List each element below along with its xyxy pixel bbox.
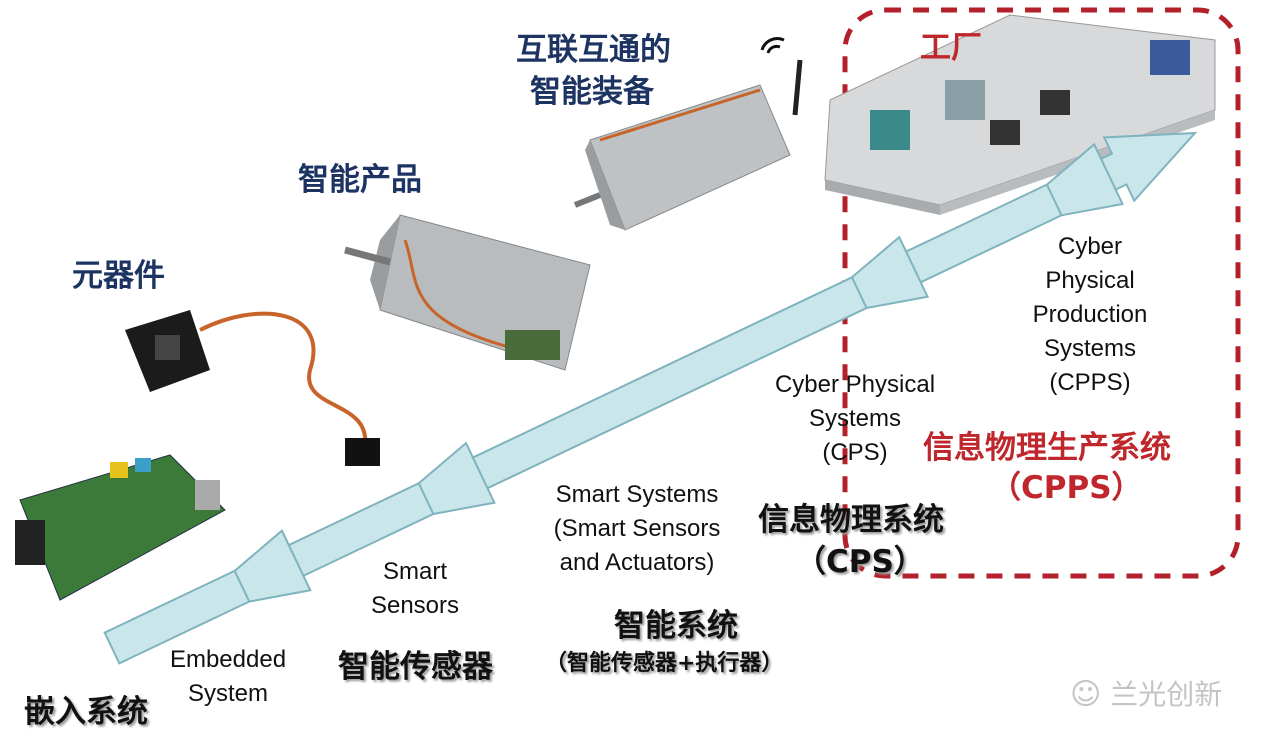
cps-en-line: Systems — [808, 405, 901, 432]
smart-sensors-english-label: Smart Sensors — [355, 555, 475, 623]
stage-components-title: 元器件 — [72, 258, 165, 294]
wechat-icon: ☺ — [1070, 677, 1102, 712]
arrow-chevron — [1045, 142, 1124, 217]
connected-cylinder-image — [573, 37, 803, 231]
cps-english-label: Cyber Physical Systems (CPS) — [755, 368, 955, 470]
wifi-icon — [760, 37, 785, 54]
smart-systems-english-label: Smart Systems (Smart Sensors and Actuato… — [537, 478, 737, 580]
smart-sensors-chinese-label: 智能传感器 — [338, 649, 493, 685]
sensor-module-image — [125, 310, 380, 466]
cpps-chinese-sub: （CPPS） — [990, 470, 1143, 506]
stage-connected-equipment-title-line2: 智能装备 — [530, 74, 654, 110]
smart-cylinder-image — [344, 214, 591, 371]
smart-systems-en-line: and Actuators) — [559, 549, 715, 576]
smart-sensors-en-line: Smart — [382, 558, 447, 585]
smart-systems-en-line: (Smart Sensors — [553, 515, 721, 542]
cpps-en-line: Systems — [1043, 335, 1136, 362]
cps-en-line: Cyber Physical — [774, 371, 936, 398]
factory-image — [824, 14, 1216, 215]
smart-systems-chinese-label: 智能系统 — [614, 608, 738, 644]
cpps-en-line: (CPPS) — [1049, 369, 1131, 396]
arrow-chevron — [417, 441, 496, 516]
watermark: ☺ 兰光创新 — [1070, 673, 1222, 713]
cpps-chinese-label: 信息物理生产系统 — [923, 430, 1171, 466]
cpps-en-line: Production — [1032, 301, 1148, 328]
stage-factory-title: 工厂 — [920, 30, 982, 66]
embedded-english-label: Embedded System — [158, 643, 298, 711]
cpps-en-line: Cyber — [1057, 233, 1123, 260]
cps-en-line: (CPS) — [822, 439, 888, 466]
arrow-chevron — [233, 529, 312, 603]
embedded-chinese-label: 嵌入系统 — [24, 694, 148, 730]
embedded-en-line: Embedded — [169, 646, 287, 673]
cpps-en-line: Physical — [1045, 267, 1135, 294]
smart-systems-en-line: Smart Systems — [555, 481, 719, 508]
smart-sensors-en-line: Sensors — [370, 592, 460, 619]
cpps-english-label: Cyber Physical Production Systems (CPPS) — [1010, 230, 1170, 400]
stage-smart-product-title: 智能产品 — [298, 162, 422, 198]
stage-connected-equipment-title-line1: 互联互通的 — [516, 32, 671, 68]
raspberry-pi-board-image — [15, 454, 226, 601]
cps-chinese-sub: （CPS） — [795, 544, 925, 580]
smart-systems-chinese-sub: （智能传感器+执行器） — [545, 651, 784, 676]
arrow-chevron — [850, 235, 930, 310]
watermark-text: 兰光创新 — [1110, 678, 1223, 711]
embedded-en-line: System — [187, 680, 268, 707]
cps-chinese-label: 信息物理系统 — [758, 502, 944, 538]
progress-arrow — [103, 131, 1198, 665]
